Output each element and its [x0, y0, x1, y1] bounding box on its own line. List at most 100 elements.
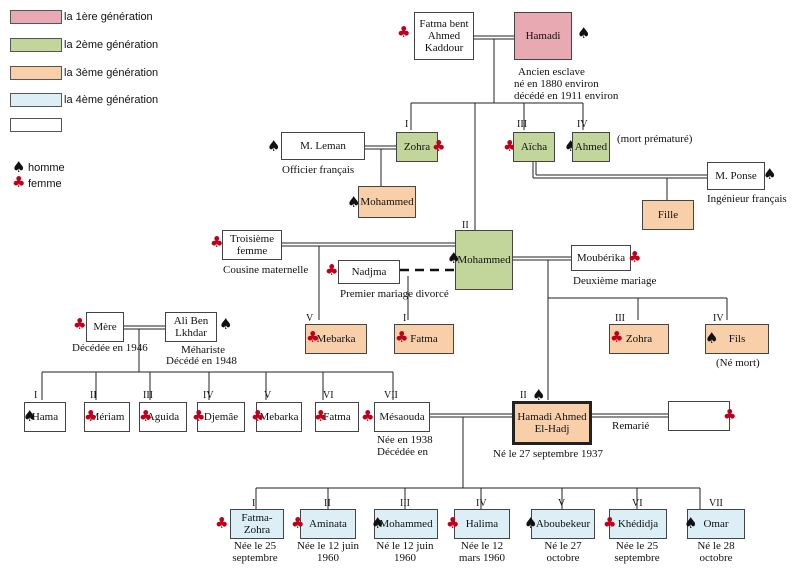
birth-order: II [462, 220, 469, 231]
person-mebarka-g3: Mebarka [305, 324, 367, 354]
spade-icon: ♠ [219, 315, 233, 333]
birth-order: VII [384, 390, 398, 401]
birth-order: IV [713, 313, 724, 324]
hamadi-note: né en 1880 environ [514, 78, 599, 90]
legend-swatch-other [10, 118, 62, 132]
birth-order: III [517, 119, 527, 130]
club-icon: ♣ [192, 407, 206, 425]
nadjma-note: Premier mariage divorcé [340, 288, 449, 300]
person-zohra-g2: Zohra [396, 132, 438, 162]
mesaouda-note: Née en 1938 [377, 434, 433, 446]
ali-note: Décédé en 1948 [166, 355, 237, 367]
club-icon: ♣ [361, 407, 375, 425]
hamadi-ahmed-note: Né le 27 septembre 1937 [493, 448, 603, 460]
club-icon: ♣ [446, 514, 460, 532]
birth-order: IV [476, 498, 487, 509]
hamadi-note: Ancien esclave [518, 66, 585, 78]
person-fatma-zohra: Fatma-Zohra [230, 509, 284, 539]
person-remarie-spouse [668, 401, 730, 431]
person-mouberika: Moubérika [571, 245, 631, 271]
legend-swatch-gen3 [10, 66, 62, 80]
birth-order: III [400, 498, 410, 509]
birth-order: VI [632, 498, 643, 509]
spade-icon: ♠ [577, 24, 591, 42]
birth-order: II [520, 390, 527, 401]
person-zohra-g3: Zohra [609, 324, 669, 354]
club-icon: ♣ [251, 407, 265, 425]
person-aicha: Aïcha [513, 132, 555, 162]
person-fils: Fils [705, 324, 769, 354]
birth-order: V [558, 498, 566, 509]
person-aguida: Aguida [139, 402, 187, 432]
legend-swatch-gen1 [10, 10, 62, 24]
person-ahmed: Ahmed [572, 132, 610, 162]
birth-order: III [143, 390, 153, 401]
person-fatma-g3: Fatma [394, 324, 454, 354]
club-icon: ♣ [12, 173, 26, 191]
birth-order: I [252, 498, 256, 509]
ali-note: Méhariste [181, 344, 225, 356]
person-meriam: Mériam [84, 402, 130, 432]
spade-icon: ♠ [12, 158, 26, 176]
birth-order: IV [577, 119, 588, 130]
person-m-ponse: M. Ponse [707, 162, 765, 190]
birth-order: I [34, 390, 38, 401]
person-djemae: Djemâe [197, 402, 245, 432]
legend-swatch-gen4 [10, 93, 62, 107]
legend-swatch-gen2 [10, 38, 62, 52]
spade-icon: ♠ [684, 514, 698, 532]
m-leman-note: Officier français [282, 164, 355, 176]
legend-label-gen1: la 1ère génération [64, 11, 153, 23]
club-icon: ♣ [210, 233, 224, 251]
club-icon: ♣ [610, 328, 624, 346]
fatma-zohra-note: Née le 25 septembre [232, 540, 278, 564]
troisieme-note: Cousine maternelle [223, 264, 309, 276]
club-icon: ♣ [314, 407, 328, 425]
person-troisieme-femme: Troisième femme [222, 230, 282, 260]
birth-order: V [306, 313, 314, 324]
person-khedidja: Khédidja [609, 509, 667, 539]
person-fatma-bent: Fatma bent Ahmed Kaddour [414, 12, 474, 60]
birth-order: VII [709, 498, 723, 509]
omar-note: Né le 28 octobre [697, 540, 735, 564]
birth-order: I [403, 313, 407, 324]
person-mohammed-g3: Mohammed [358, 186, 416, 218]
person-mohammed-g2: Mohammed [455, 230, 513, 290]
person-mohammed-g4: Mohammed [374, 509, 438, 539]
person-halima: Halima [454, 509, 510, 539]
halima-note: Née le 12 mars 1960 [458, 540, 506, 564]
mohammed-g4-note: Né le 12 juin 1960 [376, 540, 434, 564]
club-icon: ♣ [84, 407, 98, 425]
club-icon: ♣ [603, 514, 617, 532]
spade-icon: ♠ [524, 514, 538, 532]
birth-order: IV [203, 390, 214, 401]
birth-order: VI [323, 390, 334, 401]
spade-icon: ♠ [447, 249, 461, 267]
person-fatma-s: Fatma [315, 402, 359, 432]
aboubekeur-note: Né le 27 octobre [544, 540, 582, 564]
club-icon: ♣ [291, 514, 305, 532]
spade-icon: ♠ [347, 193, 361, 211]
mere-note: Décédée en 1946 [72, 342, 148, 354]
club-icon: ♣ [395, 328, 409, 346]
legend-femme: femme [28, 178, 62, 190]
mesaouda-note: Décédée en [377, 446, 428, 458]
person-nadjma: Nadjma [338, 260, 400, 284]
fils-note: (Né mort) [716, 357, 760, 369]
birth-order: III [615, 313, 625, 324]
hamadi-note: décédé en 1911 environ [514, 90, 619, 102]
khedidja-note: Née le 25 septembre [614, 540, 660, 564]
club-icon: ♣ [397, 23, 411, 41]
legend-label-gen4: la 4ème génération [64, 94, 159, 106]
spade-icon: ♠ [371, 514, 385, 532]
birth-order: I [405, 119, 409, 130]
person-mere: Mère [86, 312, 124, 342]
ahmed-note: (mort prématuré) [617, 133, 693, 145]
legend-homme: homme [28, 162, 65, 174]
spade-icon: ♠ [23, 407, 37, 425]
club-icon: ♣ [139, 407, 153, 425]
club-icon: ♣ [325, 261, 339, 279]
aminata-note: Née le 12 juin 1960 [296, 540, 359, 564]
person-m-leman: M. Leman [281, 132, 365, 160]
remarie-label: Remarié [612, 420, 650, 432]
